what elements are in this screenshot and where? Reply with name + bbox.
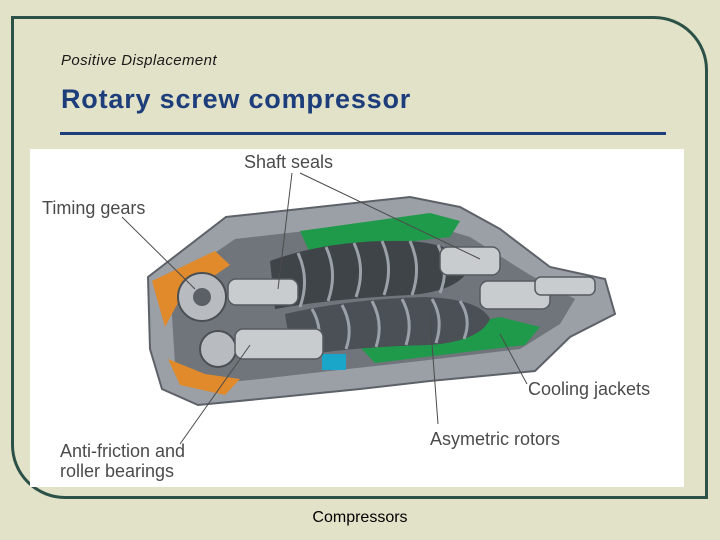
cooling-jacket-top [300, 213, 460, 253]
timing-gear-housing-lower [168, 359, 240, 395]
label-timing-gears: Timing gears [42, 198, 146, 218]
label-cooling-jackets: Cooling jackets [528, 379, 651, 399]
leader-shaft-seals-a [277, 172, 293, 290]
label-bearings-line1: Anti-friction and [60, 441, 186, 461]
shaft-bearing-1 [227, 278, 299, 306]
title-underline [60, 132, 666, 135]
compressor-cutaway-illustration [121, 172, 617, 445]
shaft-bearing-2 [234, 328, 324, 360]
leader-asymetric-rotors [429, 316, 439, 425]
timing-gear-lower [199, 330, 237, 368]
shaft-bearing-3 [439, 246, 501, 276]
leader-timing-gears [121, 216, 196, 290]
label-asymetric-rotors: Asymetric rotors [430, 429, 561, 449]
drive-shaft [534, 276, 596, 296]
leader-cooling-jackets [499, 333, 528, 385]
slide-footer: Compressors [312, 509, 408, 526]
leader-bearings [179, 344, 251, 445]
slide-frame [11, 16, 708, 499]
compressor-figure: Shaft seals Timing gears Cooling jackets… [30, 149, 684, 487]
label-bearings-line2: roller bearings [60, 461, 175, 481]
label-shaft-seals: Shaft seals [244, 152, 334, 172]
slide-title: Rotary screw compressor [61, 84, 412, 114]
leader-shaft-seals-b [299, 172, 481, 260]
coolant-port [322, 354, 346, 370]
slide-supertitle: Positive Displacement [61, 52, 217, 69]
male-rotor [270, 240, 470, 309]
